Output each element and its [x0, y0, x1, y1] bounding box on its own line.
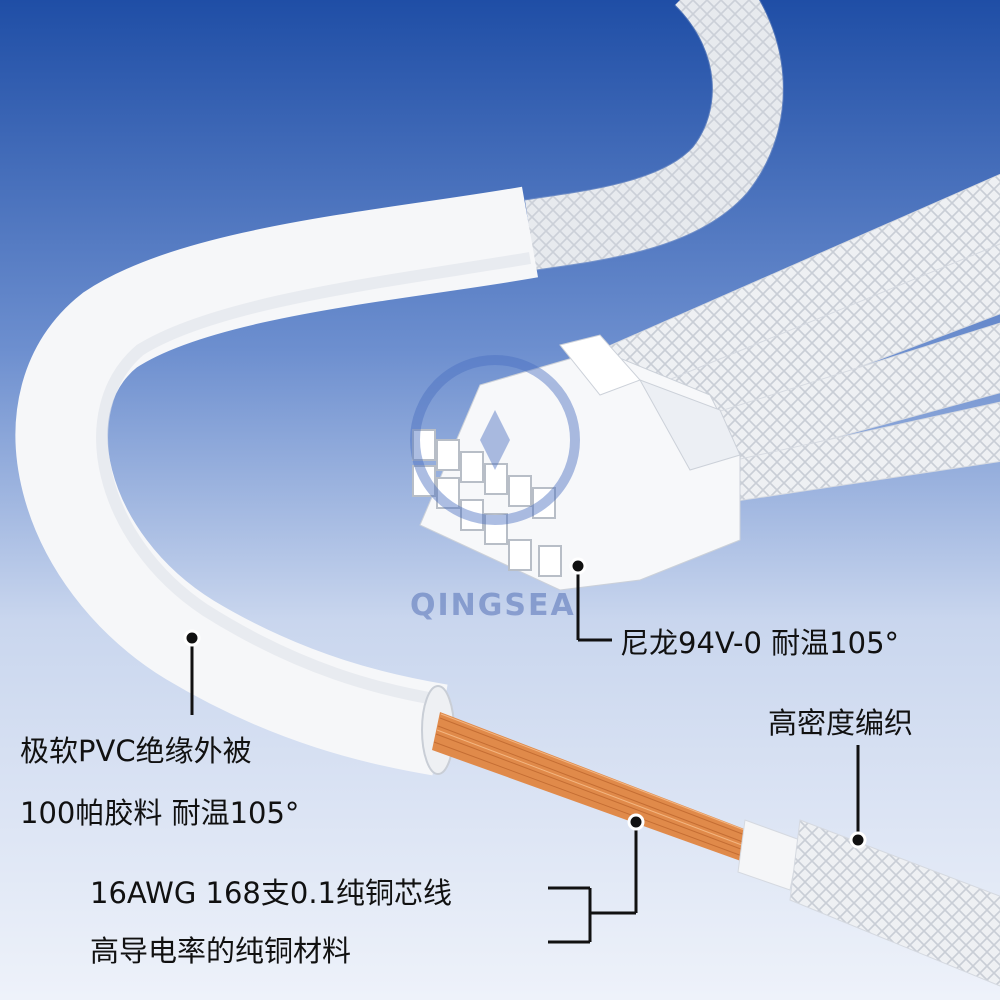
callout-dot-pvc	[183, 629, 201, 647]
callout-copper	[548, 824, 638, 944]
braided-sleeve-small	[789, 819, 1000, 987]
label-braid: 高密度编织	[768, 706, 914, 740]
watermark-text: QINGSEA	[410, 588, 576, 623]
callout-connector	[576, 566, 612, 642]
connector-pins	[412, 429, 562, 577]
pvc-cable	[15, 186, 539, 776]
label-pvc-line1: 极软PVC绝缘外被	[20, 734, 252, 768]
copper-core	[432, 712, 760, 865]
label-pvc-line2: 100帕胶料 耐温105°	[20, 796, 300, 830]
label-copper-line2: 高导电率的纯铜材料	[90, 934, 352, 968]
braided-cable-top	[525, 0, 783, 270]
callout-dot-braid	[849, 831, 867, 849]
pvc-sleeve-small	[737, 819, 801, 891]
pvc-cable-shade	[96, 252, 532, 706]
label-connector: 尼龙94V-0 耐温105°	[620, 626, 900, 660]
callout-dot-connector	[569, 557, 587, 575]
brand-logo	[410, 355, 580, 525]
callout-dot-copper	[627, 813, 645, 831]
label-copper-line1: 16AWG 168支0.1纯铜芯线	[90, 876, 452, 910]
braided-cable-top-edge	[524, 0, 784, 271]
